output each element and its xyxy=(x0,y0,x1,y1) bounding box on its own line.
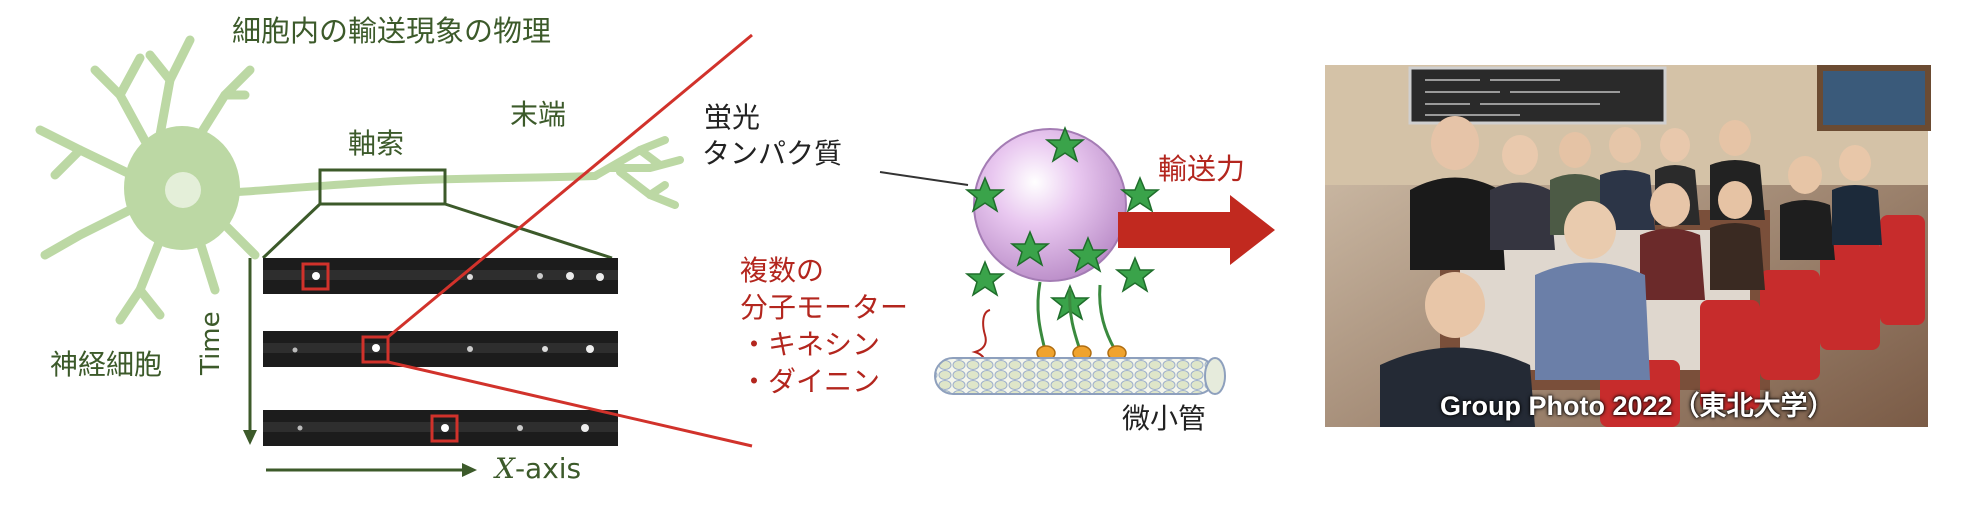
transport-force-label: 輸送力 xyxy=(1158,152,1246,186)
photo-people xyxy=(1380,116,1882,427)
magnify-line-top xyxy=(387,33,753,339)
vesicle xyxy=(973,128,1127,282)
zoom-line-right xyxy=(444,202,613,260)
diagram-title: 細胞内の輸送現象の物理 xyxy=(232,14,552,48)
neuron-axon xyxy=(234,136,684,209)
time-axis-label: Time xyxy=(196,311,226,375)
fluorescent-protein-stars xyxy=(964,126,1161,321)
axon-zoom-box xyxy=(318,168,447,206)
star-icon xyxy=(1114,256,1156,293)
motor-proteins-label: 複数の 分子モーター ・キネシン ・ダイニン xyxy=(740,252,908,400)
neuron-illustration xyxy=(35,35,684,325)
fluorescent-protein-label: 蛍光 タンパク質 xyxy=(702,100,842,172)
star-icon xyxy=(1044,126,1086,163)
fluor-pointer-line xyxy=(879,171,969,186)
vesicle-diagram xyxy=(879,126,1275,395)
motor-label-line1: 複数の xyxy=(740,254,825,287)
kymograph-strip-3 xyxy=(263,410,618,446)
axon-label: 軸索 xyxy=(348,127,405,160)
motor-label-line2: 分子モーター xyxy=(740,291,909,324)
fluorescent-protein-label-line2: タンパク質 xyxy=(702,137,843,170)
terminal-label: 末端 xyxy=(510,98,567,131)
neuron-nucleus xyxy=(165,172,201,208)
kymograph-strip-2 xyxy=(263,331,618,367)
microtubule xyxy=(934,357,1226,395)
neuron-label: 神経細胞 xyxy=(50,348,163,381)
motor-label-line4: ・ダイニン xyxy=(740,365,881,398)
time-axis-arrow xyxy=(243,258,257,445)
star-icon xyxy=(1009,230,1051,267)
photo-window xyxy=(1817,65,1931,131)
neuron-dendrites xyxy=(35,35,260,325)
star-icon xyxy=(964,176,1006,213)
tracked-particle-box-1 xyxy=(301,262,330,291)
x-axis-label: X-axis xyxy=(495,452,581,486)
tracked-particle-box-3 xyxy=(430,414,459,443)
photo-menu-board xyxy=(1408,66,1667,125)
group-photo xyxy=(1325,65,1931,427)
magnify-line-bottom xyxy=(387,360,753,448)
zoom-line-left xyxy=(261,202,322,260)
x-axis-label-rest: -axis xyxy=(514,452,582,485)
kymograph-strip-1 xyxy=(263,258,618,294)
kymograph xyxy=(263,258,618,446)
star-icon xyxy=(964,260,1006,297)
star-icon xyxy=(1119,176,1161,213)
x-axis-arrow xyxy=(266,463,477,477)
tracked-particle-box-2 xyxy=(361,335,390,364)
photo-caption: Group Photo 2022（東北大学） xyxy=(1440,391,1835,421)
x-axis-label-italic: X xyxy=(495,452,515,485)
transport-force-arrow xyxy=(1118,195,1275,265)
fluorescent-protein-label-line1: 蛍光 xyxy=(704,101,761,134)
star-icon xyxy=(1067,236,1109,273)
motor-label-line3: ・キネシン xyxy=(740,328,881,361)
microtubule-label: 微小管 xyxy=(1122,402,1207,435)
motor-proteins xyxy=(1036,281,1117,351)
